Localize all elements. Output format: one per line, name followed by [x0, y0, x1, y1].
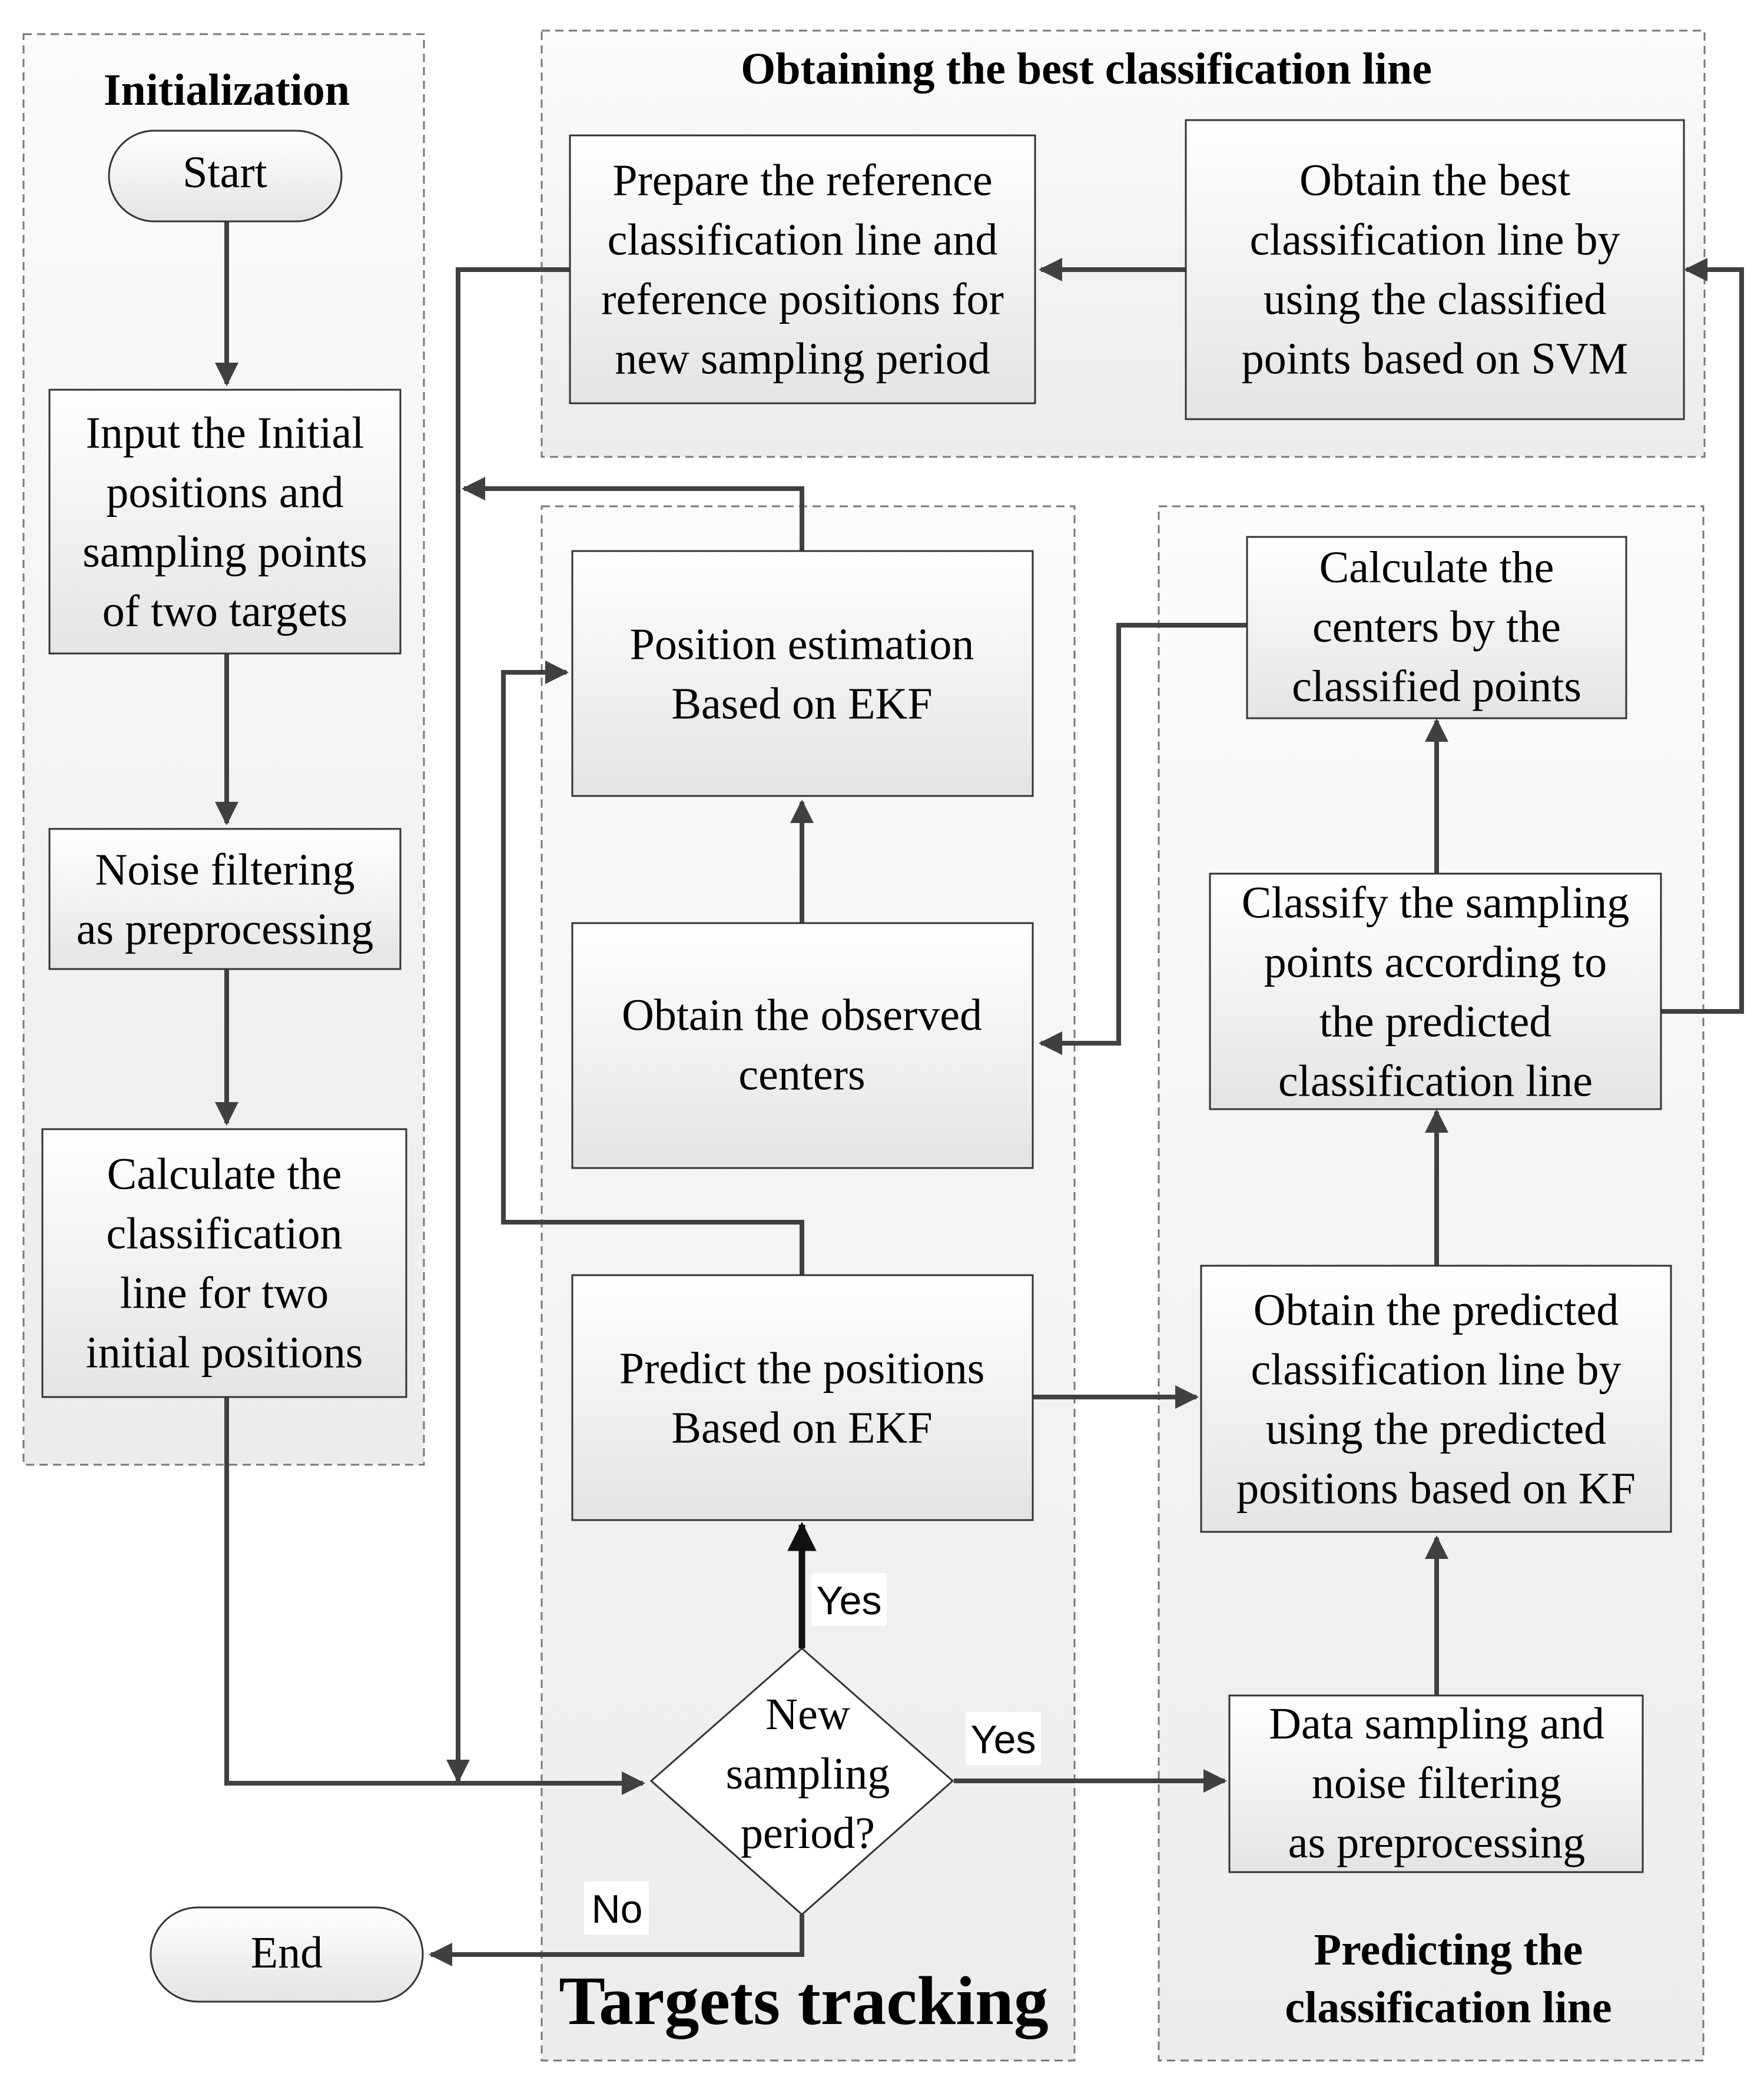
yes-right-label: Yes: [971, 1717, 1036, 1762]
input-initial-text: Input the Initial positions and sampling p…: [82, 408, 367, 636]
panel-title-predicting-line-2: classification line: [1285, 1983, 1612, 2032]
new-period-text: New sampling period?: [726, 1690, 890, 1858]
noise-filtering-text-line-1: Noise filtering: [95, 845, 354, 894]
obtain-best-line-text-line-2: classification line by: [1250, 215, 1620, 264]
end-terminal: [150, 1906, 424, 2003]
prepare-reference-text-line-3: reference positions for: [601, 274, 1004, 324]
edge-centers-to-observed: [1039, 623, 1247, 1055]
classify-points-text: Classify the sampling points according to…: [1242, 878, 1630, 1106]
yes-up-label-bg: [811, 1573, 887, 1626]
edge-calc-to-decision: [224, 1397, 645, 1795]
no-label: No: [592, 1887, 643, 1932]
position-estimation-text-line-2: Based on EKF: [671, 679, 932, 728]
predicted-line-text-line-2: classification line by: [1251, 1345, 1622, 1394]
predicted-line-box: [1200, 1265, 1672, 1533]
calc-initial-line-text-line-3: line for two: [120, 1268, 329, 1318]
classify-points-text-line-1: Classify the sampling: [1242, 878, 1630, 927]
start-label: Start: [183, 148, 267, 197]
prepare-reference-text-line-2: classification line and: [608, 215, 998, 264]
panel-title-predicting-line-1: Predicting the: [1314, 1925, 1583, 1975]
calc-initial-line-text-line-4: initial positions: [86, 1328, 363, 1377]
no-label-bg: [584, 1882, 649, 1935]
noise-filtering-text: Noise filtering as preprocessing: [77, 845, 373, 954]
prepare-reference-text: Prepare the reference classification line…: [601, 155, 1004, 383]
data-sampling-box: [1228, 1694, 1644, 1873]
data-sampling-text-line-3: as preprocessing: [1288, 1818, 1585, 1867]
panel-title-initialization: Initialization: [104, 65, 350, 115]
input-initial-text-line-1: Input the Initial: [86, 408, 364, 457]
data-sampling-text-line-2: noise filtering: [1312, 1759, 1561, 1808]
new-period-decision: [649, 1647, 954, 1916]
observed-centers-box: [571, 922, 1034, 1169]
calc-centers-text: Calculate the centers by the classified po…: [1292, 543, 1581, 711]
obtain-best-line-text-line-3: using the classified: [1264, 274, 1607, 324]
data-sampling-text: Data sampling and noise filtering as prepr…: [1269, 1699, 1604, 1867]
input-initial-text-line-4: of two targets: [102, 586, 348, 636]
classify-points-text-line-3: the predicted: [1319, 997, 1552, 1046]
edge-predict-to-position: [501, 661, 804, 1275]
prepare-reference-text-line-4: new sampling period: [615, 334, 990, 383]
classify-points-box: [1209, 872, 1662, 1110]
panel-title-best-line: Obtaining the best classification line: [741, 44, 1432, 94]
new-period-text-line-1: New: [765, 1690, 850, 1739]
predict-positions-box: [571, 1274, 1034, 1521]
position-estimation-text-line-1: Position estimation: [630, 619, 974, 669]
predict-positions-text-line-2: Based on EKF: [671, 1403, 932, 1452]
calc-initial-line-box: [41, 1128, 407, 1398]
input-initial-text-line-2: positions and: [106, 467, 343, 517]
input-initial-box: [48, 389, 402, 655]
obtain-best-line-box: [1185, 119, 1685, 420]
predict-positions-text-line-1: Predict the positions: [619, 1343, 985, 1393]
calc-centers-text-line-3: classified points: [1292, 662, 1581, 711]
yes-right-label-bg: [966, 1712, 1041, 1765]
calc-initial-line-text-line-2: classification: [107, 1209, 343, 1258]
position-estimation-box: [571, 550, 1034, 797]
start-terminal: [108, 130, 343, 223]
observed-centers-text: Obtain the observed centers: [622, 990, 982, 1099]
classify-points-text-line-4: classification line: [1278, 1056, 1593, 1106]
calc-initial-line-text: Calculate the classification line for two i…: [86, 1149, 363, 1377]
predicted-line-text-line-3: using the predicted: [1266, 1404, 1606, 1454]
calc-centers-text-line-1: Calculate the: [1319, 543, 1554, 592]
edge-classify-to-best: [1660, 258, 1744, 1014]
predicted-line-text: Obtain the predicted classification line …: [1236, 1285, 1636, 1513]
edge-decision-no: [429, 1915, 804, 1966]
classify-points-text-line-2: points according to: [1264, 937, 1607, 987]
new-period-text-line-2: sampling: [726, 1749, 890, 1799]
panel-title-predicting: Predicting the classification line: [1285, 1925, 1612, 2032]
edge-position-to-bus: [462, 477, 804, 551]
predicted-line-text-line-4: positions based on KF: [1236, 1464, 1636, 1513]
yes-up-label: Yes: [817, 1578, 882, 1623]
calc-centers-text-line-2: centers by the: [1312, 602, 1561, 652]
prepare-reference-box: [569, 134, 1036, 404]
data-sampling-text-line-1: Data sampling and: [1269, 1699, 1604, 1748]
obtain-best-line-text-line-4: points based on SVM: [1242, 334, 1629, 383]
end-label: End: [251, 1928, 323, 1978]
obtain-best-line-text: Obtain the best classification line by usi…: [1242, 155, 1629, 383]
input-initial-text-line-3: sampling points: [82, 527, 367, 576]
noise-filtering-text-line-2: as preprocessing: [77, 904, 373, 954]
observed-centers-text-line-1: Obtain the observed: [622, 990, 982, 1040]
predicted-line-text-line-1: Obtain the predicted: [1254, 1285, 1619, 1335]
edge-prepare-to-bus: [446, 267, 571, 1783]
observed-centers-text-line-2: centers: [738, 1050, 865, 1099]
new-period-text-line-3: period?: [741, 1809, 875, 1858]
obtain-best-line-text-line-1: Obtain the best: [1299, 155, 1570, 205]
prepare-reference-text-line-1: Prepare the reference: [612, 155, 993, 205]
calc-initial-line-text-line-1: Calculate the: [107, 1149, 342, 1199]
calc-centers-box: [1246, 536, 1627, 719]
noise-filtering-box: [48, 828, 402, 970]
panel-title-tracking: Targets tracking: [559, 1962, 1048, 2039]
